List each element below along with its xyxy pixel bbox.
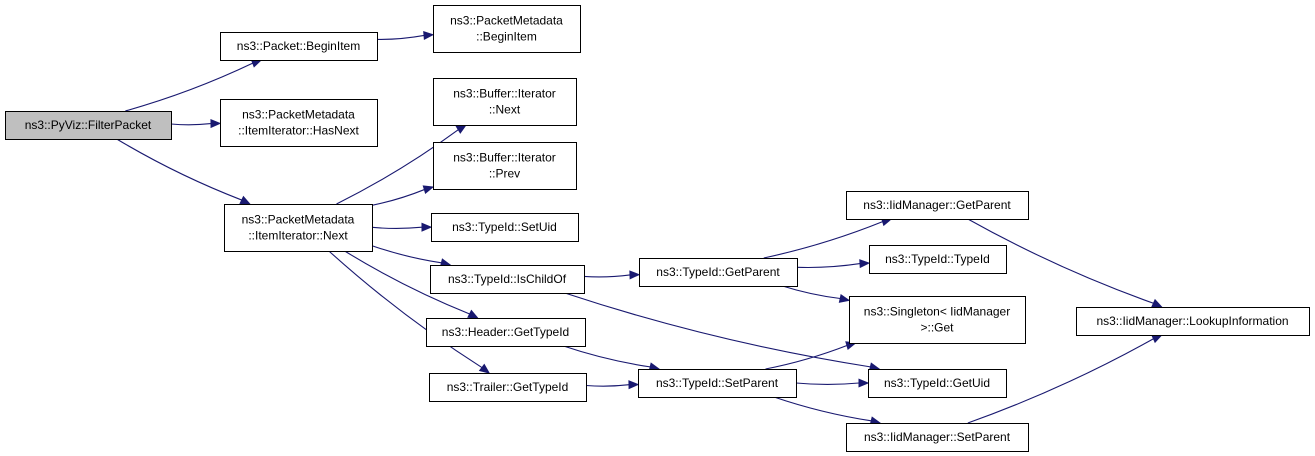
node-label: ns3::Trailer::GetTypeId [447,380,569,394]
call-edge-typeid_is_child_of-to-typeid_get_uid [564,292,881,372]
node-typeid-get-uid[interactable]: ns3::TypeId::GetUid [868,369,1007,398]
node-box [224,204,373,252]
node-label: >::Get [920,321,954,335]
node-typeid-is-child-of[interactable]: ns3::TypeId::IsChildOf [430,265,585,294]
node-buffer-iter-prev[interactable]: ns3::Buffer::Iterator::Prev [433,142,577,190]
node-box [849,296,1026,344]
node-label: ns3::Packet::BeginItem [237,39,360,53]
node-label: ns3::PacketMetadata [242,108,355,122]
node-label: ns3::Buffer::Iterator [453,151,556,165]
node-label: ns3::TypeId::SetParent [656,376,779,390]
node-box [846,423,1029,452]
node-label: ns3::PacketMetadata [242,213,355,227]
node-label: ns3::IidManager::GetParent [863,198,1011,212]
node-typeid-get-parent[interactable]: ns3::TypeId::GetParent [639,258,798,287]
node-label: ns3::TypeId::GetUid [884,376,990,390]
node-item-iter-next[interactable]: ns3::PacketMetadata::ItemIterator::Next [224,204,373,252]
node-box [869,245,1007,274]
node-label: ::ItemIterator::HasNext [238,124,359,138]
node-iidmgr-set-parent[interactable]: ns3::IidManager::SetParent [846,423,1029,452]
node-typeid-typeid[interactable]: ns3::TypeId::TypeId [869,245,1007,274]
node-box [426,318,586,347]
node-singleton-get[interactable]: ns3::Singleton< IidManager>::Get [849,296,1026,344]
node-label: ::BeginItem [476,30,537,44]
call-edge-filter_packet-to-item_iter_has_next [170,118,222,129]
node-label: ns3::PacketMetadata [450,14,563,28]
call-edge-typeid_set_parent-to-singleton_get [765,341,857,370]
node-metadata-begin-item[interactable]: ns3::PacketMetadata::BeginItem [433,5,581,53]
node-buffer-iter-next[interactable]: ns3::Buffer::Iterator::Next [433,78,577,126]
node-box [433,142,577,190]
node-filter-packet[interactable]: ns3::PyViz::FilterPacket [5,111,172,140]
node-box [638,369,797,398]
node-box [868,369,1007,398]
node-label: ns3::Buffer::Iterator [453,87,556,101]
call-nodes: ns3::PyViz::FilterPacket ns3::Packet::Beg… [5,5,1310,452]
call-edge-trailer_get_typeid-to-typeid_set_parent [585,380,640,390]
node-label: ns3::TypeId::SetUid [452,220,557,234]
node-box [220,32,378,61]
node-label: ns3::Header::GetTypeId [442,325,569,339]
node-item-iter-has-next[interactable]: ns3::PacketMetadata::ItemIterator::HasNe… [220,99,378,147]
node-box [846,191,1029,220]
call-edge-typeid_is_child_of-to-typeid_get_parent [583,270,641,280]
call-edge-header_get_typeid-to-typeid_set_parent [563,345,661,372]
node-label: ns3::Singleton< IidManager [864,305,1010,319]
node-box [433,5,581,53]
call-edge-item_iter_next-to-trailer_get_typeid [328,250,491,374]
node-label: ns3::PyViz::FilterPacket [25,118,152,132]
node-iidmgr-lookup[interactable]: ns3::IidManager::LookupInformation [1076,307,1310,336]
call-edge-iidmgr_get_parent-to-iidmgr_lookup [967,218,1163,308]
call-edge-typeid_get_parent-to-singleton_get [782,285,851,303]
node-box [639,258,798,287]
node-label: ns3::IidManager::LookupInformation [1096,314,1288,328]
node-packet-begin-item[interactable]: ns3::Packet::BeginItem [220,32,378,61]
node-box [431,213,579,242]
call-edge-item_iter_next-to-typeid_set_uid [371,222,433,232]
call-edge-item_iter_next-to-buffer_iter_prev [371,185,435,206]
call-edge-typeid_set_parent-to-typeid_get_uid [795,378,870,388]
node-label: ns3::TypeId::GetParent [656,265,780,279]
node-label: ::Next [489,103,521,117]
node-typeid-set-parent[interactable]: ns3::TypeId::SetParent [638,369,797,398]
node-trailer-get-typeid[interactable]: ns3::Trailer::GetTypeId [429,373,587,402]
call-edge-typeid_get_parent-to-typeid_typeid [796,259,871,269]
call-edge-packet_begin_item-to-metadata_begin_item [376,30,435,41]
node-box [220,99,378,147]
node-box [1076,307,1310,336]
call-edge-item_iter_next-to-header_get_typeid [344,250,479,319]
node-typeid-set-uid[interactable]: ns3::TypeId::SetUid [431,213,579,242]
call-edge-item_iter_next-to-typeid_is_child_of [371,245,452,268]
call-edges [116,30,1163,426]
node-box [429,373,587,402]
node-label: ns3::TypeId::TypeId [885,252,990,266]
node-label: ns3::TypeId::IsChildOf [448,272,567,286]
node-label: ::ItemIterator::Next [248,229,348,243]
call-edge-typeid_set_parent-to-iidmgr_set_parent [773,396,882,426]
node-box [5,111,172,140]
node-label: ns3::IidManager::SetParent [864,430,1011,444]
node-iidmgr-get-parent[interactable]: ns3::IidManager::GetParent [846,191,1029,220]
node-box [430,265,585,294]
node-header-get-typeid[interactable]: ns3::Header::GetTypeId [426,318,586,347]
call-edge-filter_packet-to-item_iter_next [116,138,252,205]
node-box [433,78,577,126]
node-label: ::Prev [489,167,520,181]
